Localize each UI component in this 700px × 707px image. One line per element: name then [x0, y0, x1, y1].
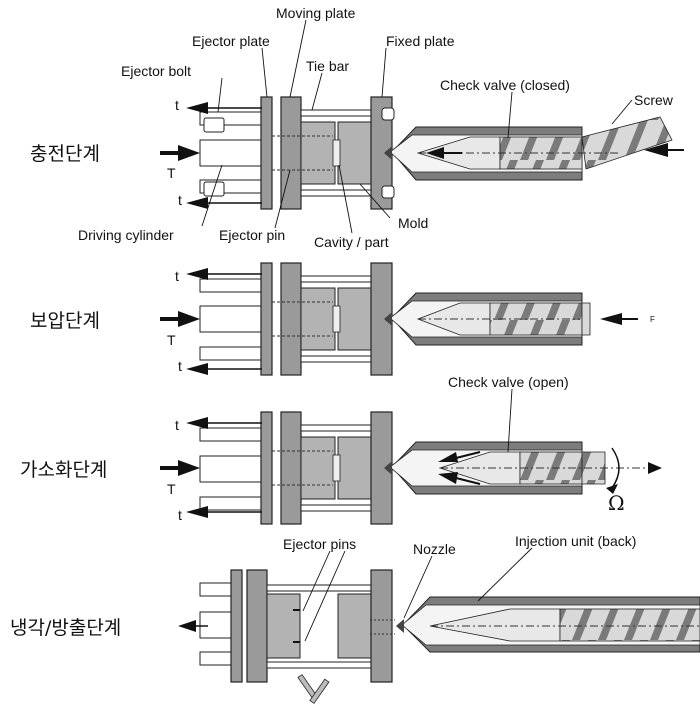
symbol-T: T [167, 332, 176, 348]
ejector-plate [260, 262, 273, 376]
unit-filling [160, 96, 684, 210]
screw [581, 116, 673, 170]
unit-cooling-ejection [178, 569, 700, 704]
label-check-valve-open: Check valve (open) [448, 374, 569, 390]
moving-plate [246, 569, 268, 683]
unit-holding [160, 262, 638, 376]
label-ejector-pins: Ejector pins [283, 536, 356, 552]
moving-plate [280, 411, 302, 525]
driving-rods [199, 111, 263, 197]
symbol-t: t [175, 417, 179, 433]
label-injection-unit-back: Injection unit (back) [515, 533, 636, 549]
label-moving-plate: Moving plate [276, 5, 356, 21]
stage-label-filling: 충전단계 [30, 143, 100, 165]
label-driving-cylinder: Driving cylinder [78, 227, 174, 243]
label-check-valve-closed: Check valve (closed) [440, 77, 570, 93]
stage-label-holding: 보압단계 [30, 310, 100, 332]
ejected-part [297, 674, 330, 704]
rod-middle [199, 139, 263, 167]
symbol-t: t [178, 507, 182, 523]
symbol-t: t [178, 192, 182, 208]
symbol-t: t [175, 268, 179, 284]
label-mold: Mold [398, 215, 428, 231]
arrows-filling [160, 102, 684, 209]
ejector-plate [260, 411, 273, 525]
fixed-plate [370, 569, 393, 683]
label-ejector-plate: Ejector plate [192, 33, 270, 49]
backflow-arrows [438, 451, 481, 485]
label-ejector-pin: Ejector pin [219, 227, 285, 243]
stage-label-cooling-ejection: 냉각/방출단계 [10, 617, 121, 639]
label-nozzle: Nozzle [413, 541, 456, 557]
label-cavity-part: Cavity / part [314, 234, 389, 250]
symbol-t: t [175, 97, 179, 113]
rotation-arrow [611, 447, 620, 489]
tie-bar-upper [300, 109, 372, 117]
cavity [332, 139, 341, 167]
label-screw: Screw [634, 92, 674, 108]
label-tie-bar: Tie bar [306, 58, 349, 74]
ejector-plate [260, 96, 273, 210]
moving-plate [280, 262, 302, 376]
symbol-t: t [178, 358, 182, 374]
mold-moving-half [300, 121, 336, 185]
flow-arrow [426, 147, 444, 159]
mold-fixed-half [337, 121, 372, 185]
leader-lines [201, 19, 633, 642]
symbol-T: T [167, 165, 176, 181]
label-ejector-bolt: Ejector bolt [121, 63, 191, 79]
ejector-plate [230, 569, 243, 683]
symbol-T: T [167, 481, 176, 497]
unit-plasticizing [160, 411, 662, 525]
symbol-omega: Ω [608, 491, 625, 515]
symbol-F: F [650, 315, 655, 324]
nozzle [396, 619, 404, 633]
label-fixed-plate: Fixed plate [386, 33, 455, 49]
tie-bar-lower [300, 189, 372, 197]
injection-unit [384, 116, 673, 181]
stage-label-plasticizing: 가소화단계 [20, 459, 107, 481]
